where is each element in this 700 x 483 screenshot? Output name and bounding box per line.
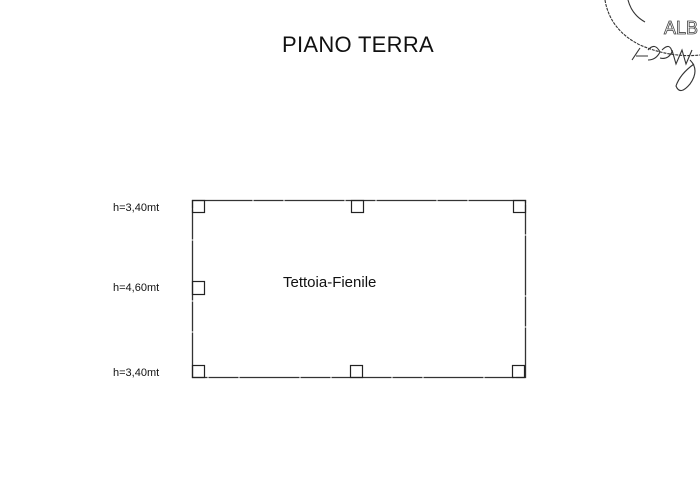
room-label: Tettoia-Fienile	[283, 274, 377, 291]
svg-text:ALB: ALB	[664, 18, 698, 38]
floor-title: PIANO TERRA	[281, 32, 435, 57]
height-label-top: h=3,40mt	[113, 202, 160, 214]
pillar	[191, 280, 206, 296]
pillar	[512, 199, 527, 214]
pillar	[350, 199, 365, 214]
height-label-middle: h=4,60mt	[113, 282, 160, 294]
height-label-bottom: h=3,40mt	[113, 367, 160, 379]
pillar	[191, 364, 206, 379]
pillar	[349, 364, 364, 379]
stamp-seal: ALB	[604, 0, 700, 92]
pillar	[511, 364, 526, 379]
pillar	[191, 199, 206, 214]
